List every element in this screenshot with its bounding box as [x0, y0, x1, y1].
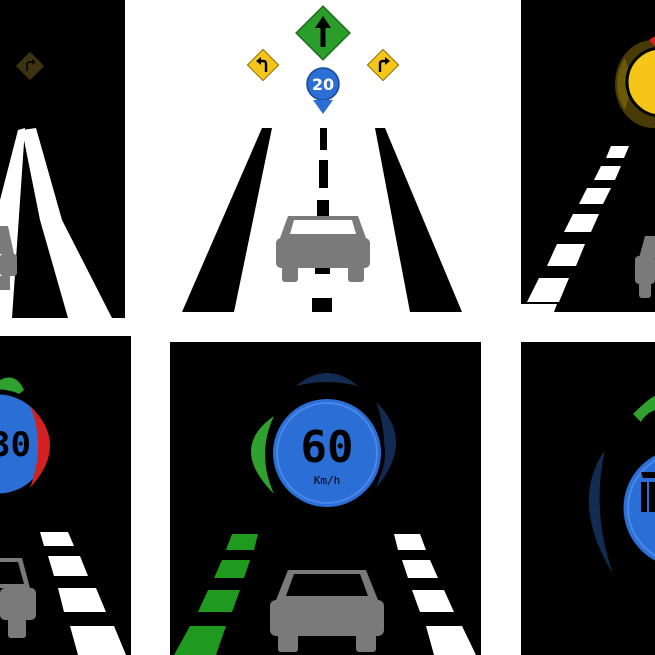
lane-dashes-white [40, 532, 126, 655]
panel-yellow-gauge-scene [521, 36, 655, 312]
road-edge-right [375, 128, 462, 312]
gauge-arc-left-green [251, 416, 274, 494]
car-icon [0, 226, 17, 290]
speed-readout: 60 [301, 422, 354, 473]
curve-right-sign-icon [15, 51, 45, 81]
panel-curve-dark [0, 0, 125, 318]
speed-gauge-icon [615, 36, 655, 128]
straight-arrow-sign-icon [295, 5, 351, 61]
speed-marker-value: 20 [312, 75, 334, 94]
panel-road-signs-scene: 20 [182, 5, 462, 312]
speed-gauge-icon [588, 396, 655, 574]
panel-yellow-gauge [521, 0, 655, 312]
panel-road-signs: 20 [170, 0, 475, 318]
panel-curve-dark-scene [0, 51, 112, 318]
panel-blue-gauge-partial [521, 342, 655, 655]
gauge-arc-top-green [633, 396, 655, 422]
gauge-arc-right-red [30, 406, 50, 488]
panel-red-green-gauge-scene: 30 [0, 377, 126, 655]
speed-unit: Km/h [314, 474, 341, 487]
lane-dashes-white [521, 146, 629, 312]
car-icon [0, 558, 36, 638]
speed-gauge-icon [251, 373, 396, 511]
curve-right-sign-icon [366, 48, 400, 82]
gauge-arc-top-green [0, 377, 24, 398]
panel-speed-60-scene: 60 Km/h [174, 373, 476, 655]
lane-dashes-green [174, 534, 258, 655]
speed-partial-readout: 30 [0, 425, 31, 465]
road-edge-left [182, 128, 272, 312]
car-icon [635, 236, 655, 298]
lane-dashes-white [394, 534, 476, 655]
panel-speed-60: 60 Km/h [170, 342, 481, 655]
car-icon [276, 216, 370, 282]
speed-marker-icon [306, 67, 340, 114]
road-edge-right [22, 128, 112, 318]
speed-gauge-icon [0, 377, 53, 499]
car-icon [270, 570, 384, 652]
panel-blue-gauge-partial-scene [588, 396, 655, 574]
curve-left-sign-icon [246, 48, 280, 82]
panel-red-green-gauge: 30 [0, 336, 131, 655]
